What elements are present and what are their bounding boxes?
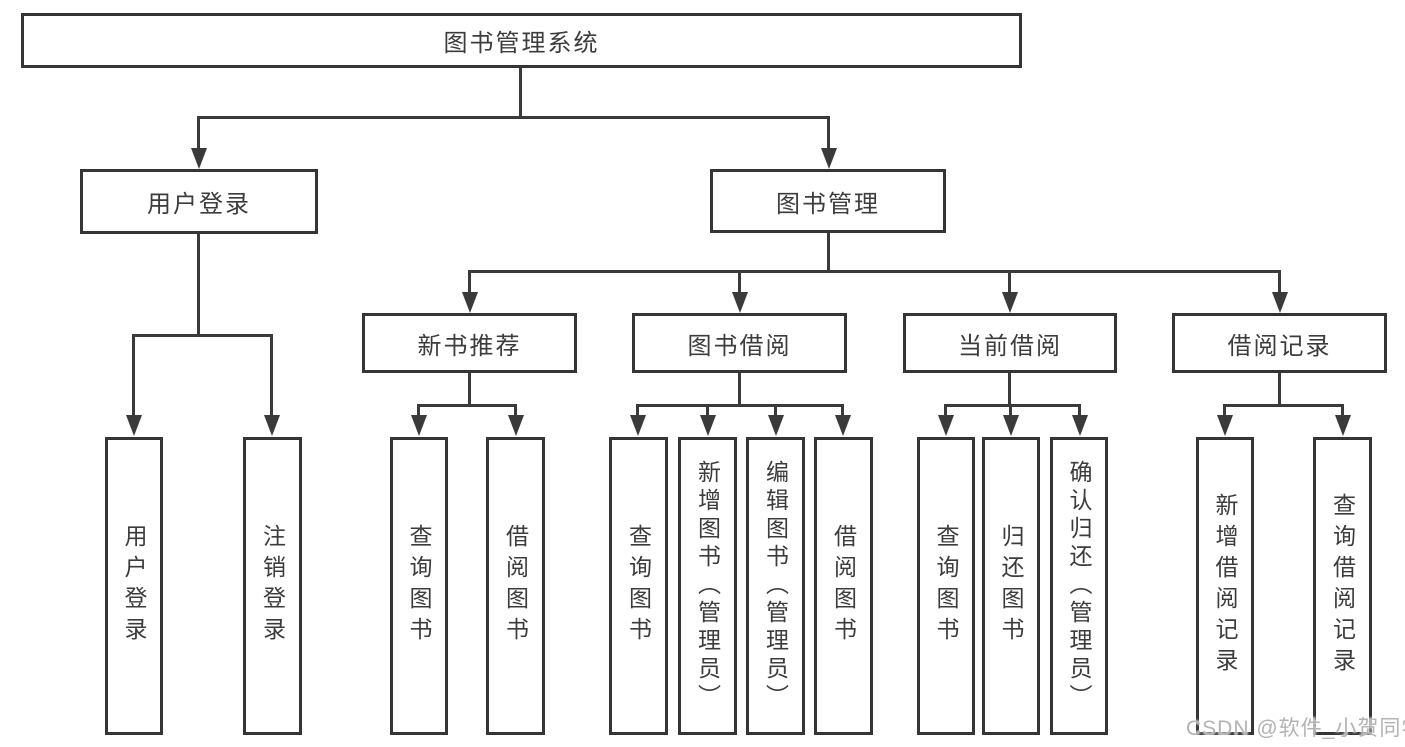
node-book-management: 图书管理 <box>710 169 946 233</box>
connector-line <box>1008 270 1011 293</box>
connector-line <box>468 270 1281 273</box>
leaf-logout-login: 注销登录 <box>243 437 302 735</box>
leaf-add-borrow-record: 新增借阅记录 <box>1196 437 1254 735</box>
node-root-label: 图书管理系统 <box>443 30 600 57</box>
connector-line <box>132 334 273 337</box>
node-borrow-records: 借阅记录 <box>1172 313 1387 373</box>
leaf-query-book-recommend: 查询图书 <box>390 437 448 735</box>
connector-line <box>197 116 830 119</box>
arrow-down-icon <box>700 415 716 436</box>
arrow-down-icon <box>835 415 851 436</box>
connector-line <box>636 404 639 416</box>
arrow-down-icon <box>1272 292 1288 313</box>
node-user-login-label: 用户登录 <box>147 191 251 218</box>
leaf-query-book-borrow: 查询图书 <box>609 437 668 735</box>
node-user-login: 用户登录 <box>80 169 318 234</box>
connector-line <box>841 404 844 416</box>
leaf-add-borrow-record-label: 新增借阅记录 <box>1212 493 1238 679</box>
leaf-edit-book-admin-label: 编辑图书（管理员） <box>762 460 789 712</box>
leaf-add-book-admin: 新增图书（管理员） <box>678 437 737 735</box>
node-root: 图书管理系统 <box>21 13 1022 68</box>
connector-line <box>827 116 830 150</box>
arrow-down-icon <box>1003 415 1019 436</box>
leaf-user-login-label: 用户登录 <box>121 524 147 648</box>
connector-line <box>944 404 947 416</box>
leaf-confirm-return-admin: 确认归还（管理员） <box>1050 437 1108 735</box>
leaf-query-book-borrow-label: 查询图书 <box>625 524 652 648</box>
connector-line <box>827 233 830 273</box>
connector-line <box>1223 404 1226 416</box>
leaf-query-book-recommend-label: 查询图书 <box>406 524 432 648</box>
connector-line <box>706 404 709 416</box>
node-book-management-label: 图书管理 <box>776 190 880 218</box>
arrow-down-icon <box>264 415 280 436</box>
leaf-edit-book-admin: 编辑图书（管理员） <box>746 437 805 735</box>
arrow-down-icon <box>768 415 784 436</box>
leaf-query-book-current-label: 查询图书 <box>933 524 959 648</box>
leaf-user-login: 用户登录 <box>105 437 163 735</box>
csdn-watermark: CSDN @软件_小贺同学 <box>1186 717 1405 740</box>
arrow-down-icon <box>732 292 748 313</box>
connector-line <box>738 270 741 293</box>
arrow-down-icon <box>191 148 207 169</box>
arrow-down-icon <box>462 292 478 313</box>
connector-line <box>1278 270 1281 293</box>
leaf-add-book-admin-label: 新增图书（管理员） <box>694 460 721 712</box>
node-new-book-recommend-label: 新书推荐 <box>417 332 522 360</box>
leaf-borrow-book-borrow: 借阅图书 <box>814 437 873 735</box>
connector-line <box>774 404 777 416</box>
leaf-query-book-current: 查询图书 <box>917 437 975 735</box>
connector-line <box>1009 404 1012 416</box>
arrow-down-icon <box>938 415 954 436</box>
connector-line <box>519 68 522 118</box>
leaf-query-borrow-record: 查询借阅记录 <box>1313 437 1372 735</box>
connector-line <box>417 404 420 416</box>
arrow-down-icon <box>411 415 427 436</box>
connector-line <box>1008 373 1011 407</box>
arrow-down-icon <box>508 415 524 436</box>
connector-line <box>738 373 741 407</box>
leaf-return-book: 归还图书 <box>982 437 1040 735</box>
leaf-borrow-book-recommend-label: 借阅图书 <box>502 524 529 648</box>
connector-line <box>1278 373 1281 407</box>
arrow-down-icon <box>1072 415 1088 436</box>
node-book-borrow: 图书借阅 <box>632 313 847 373</box>
arrow-down-icon <box>1335 415 1351 436</box>
connector-line <box>636 404 844 407</box>
connector-line <box>417 404 517 407</box>
connector-line <box>197 234 200 337</box>
connector-line <box>132 334 135 416</box>
node-borrow-records-label: 借阅记录 <box>1227 332 1332 360</box>
arrow-down-icon <box>1002 292 1018 313</box>
connector-line <box>1078 404 1081 416</box>
arrow-down-icon <box>821 148 837 169</box>
connector-line <box>1223 404 1344 407</box>
leaf-return-book-label: 归还图书 <box>998 524 1024 648</box>
node-current-borrow-label: 当前借阅 <box>958 332 1062 360</box>
leaf-query-borrow-record-label: 查询借阅记录 <box>1329 493 1356 679</box>
connector-line <box>514 404 517 416</box>
node-book-borrow-label: 图书借阅 <box>687 332 792 360</box>
connector-line <box>1341 404 1344 416</box>
connector-line <box>944 404 1081 407</box>
leaf-borrow-book-borrow-label: 借阅图书 <box>830 524 857 648</box>
leaf-borrow-book-recommend: 借阅图书 <box>486 437 545 735</box>
leaf-logout-login-label: 注销登录 <box>259 524 286 648</box>
connector-line <box>468 373 471 407</box>
arrow-down-icon <box>630 415 646 436</box>
connector-line <box>270 334 273 416</box>
arrow-down-icon <box>126 415 142 436</box>
leaf-confirm-return-admin-label: 确认归还（管理员） <box>1066 460 1092 712</box>
connector-line <box>468 270 471 293</box>
connector-line <box>197 116 200 150</box>
node-new-book-recommend: 新书推荐 <box>362 313 577 373</box>
node-current-borrow: 当前借阅 <box>903 313 1117 373</box>
arrow-down-icon <box>1217 415 1233 436</box>
